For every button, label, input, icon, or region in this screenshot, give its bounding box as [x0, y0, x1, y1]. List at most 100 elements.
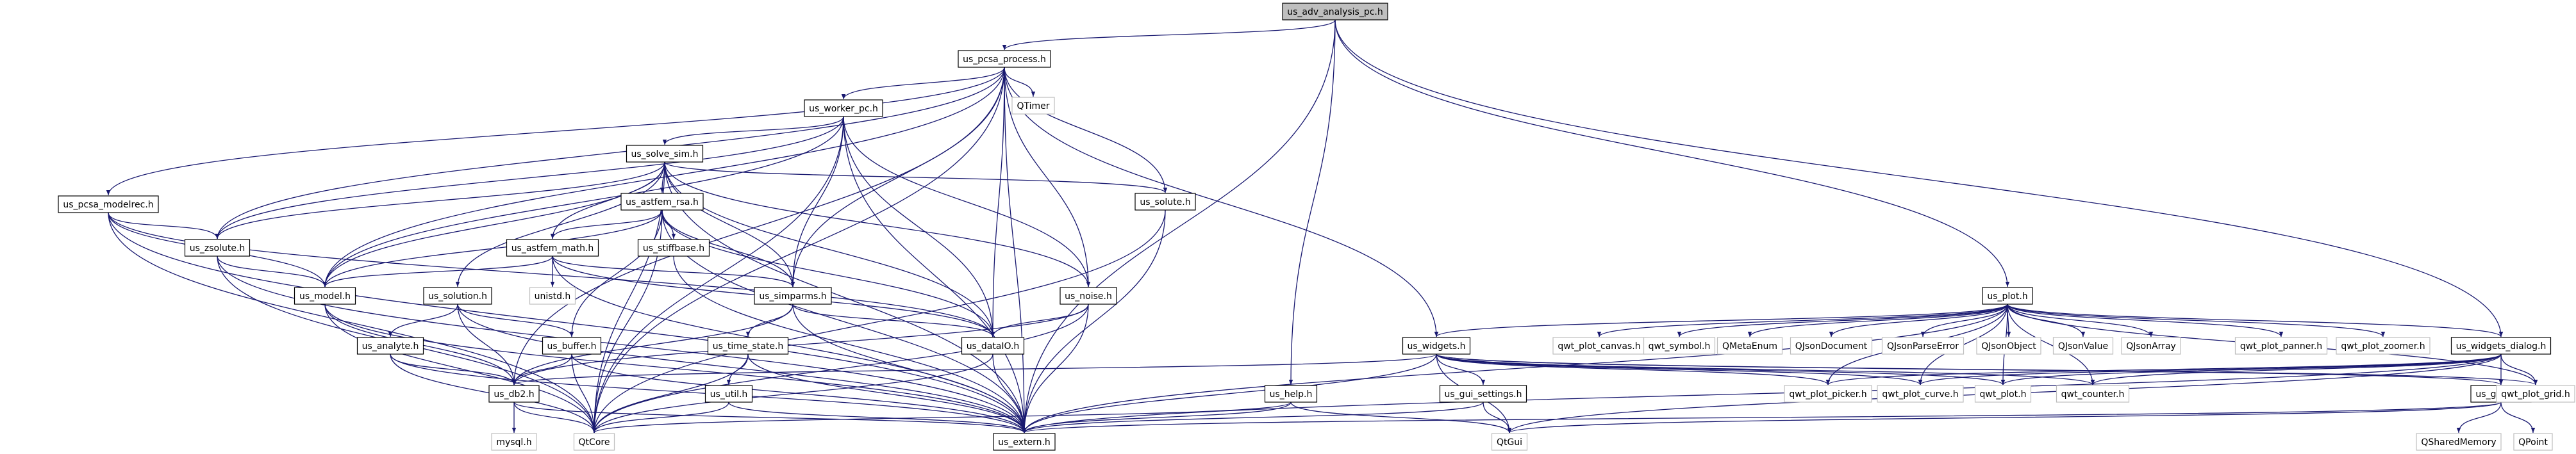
node-db2[interactable]: us_db2.h: [488, 385, 540, 403]
node-qjsonerr: QJsonParseError: [1881, 337, 1965, 355]
edge-zsolute-to-extern: [217, 255, 1027, 434]
node-qshm-box: [2416, 433, 2502, 451]
node-worker[interactable]: us_worker_pc.h: [804, 99, 883, 117]
node-plotcanvas-box: [1552, 337, 1646, 355]
edge-widgets-to-counter: [1436, 353, 2095, 385]
node-unistd-label: unistd.h: [535, 291, 571, 302]
node-qtgui-label: QtGui: [1497, 437, 1522, 448]
edge-pcsa-to-widgets: [1004, 67, 1439, 337]
node-model-label: us_model.h: [299, 291, 351, 302]
node-root[interactable]: us_adv_analysis_pc.h: [1282, 3, 1388, 20]
edge-wdialog-to-picker: [1826, 353, 2502, 385]
node-solute[interactable]: us_solute.h: [1134, 193, 1196, 211]
node-zsolute[interactable]: us_zsolute.h: [184, 239, 251, 257]
edge-worker-to-zsolute: [215, 116, 844, 239]
node-timestate-box: [707, 337, 789, 355]
node-extern[interactable]: us_extern.h: [993, 433, 1056, 451]
edge-widgets-to-grid: [1436, 353, 2538, 385]
edge-astfemrsa-to-simparms: [661, 209, 795, 288]
edge-wdialog-to-extern: [1022, 353, 2502, 434]
edge-plot-to-wdialog: [2007, 304, 2503, 337]
node-stiff[interactable]: us_stiffbase.h: [637, 239, 710, 257]
edge-dataio-to-extern: [992, 353, 1027, 434]
node-qtimer: QTimer: [1011, 97, 1055, 115]
node-modelrec-label: us_pcsa_modelrec.h: [63, 200, 153, 210]
node-guiset[interactable]: us_gui_settings.h: [1439, 385, 1527, 403]
edge-worker-to-qtcore: [592, 116, 844, 434]
node-modelrec[interactable]: us_pcsa_modelrec.h: [58, 195, 159, 213]
node-curve-label: qwt_plot_curve.h: [1882, 389, 1958, 400]
edge-wdialog-to-curve: [1918, 353, 2502, 385]
edge-util-to-qtcore: [592, 401, 729, 434]
node-solve[interactable]: us_solve_sim.h: [626, 145, 704, 163]
node-astfemmath[interactable]: us_astfem_math.h: [506, 239, 599, 257]
node-qpoint-label: QPoint: [2518, 437, 2548, 448]
edge-util-to-extern: [728, 401, 1027, 434]
node-qmetaenum-box: [1716, 337, 1783, 355]
edge-zsolute-to-model: [217, 255, 328, 288]
node-simparms-box: [754, 287, 832, 305]
node-analyte[interactable]: us_analyte.h: [356, 337, 424, 355]
edge-solution-to-db2: [457, 304, 517, 385]
node-timestate[interactable]: us_time_state.h: [707, 337, 789, 355]
edge-modelrec-to-qtcore: [108, 212, 597, 434]
edge-buffer-to-db2: [511, 353, 572, 385]
node-mysql-box: [491, 433, 537, 451]
node-solution-box: [423, 287, 492, 305]
node-root-box: [1282, 3, 1388, 20]
node-util[interactable]: us_util.h: [704, 385, 753, 403]
node-zoomer-box: [2336, 337, 2431, 355]
node-qjsonerr-box: [1881, 337, 1965, 355]
edge-widgets-to-qwtplot: [1436, 353, 2005, 385]
edge-astfemrsa-to-dataio: [661, 209, 995, 337]
edge-astfemrsa-to-model: [322, 209, 663, 288]
node-qjsonval-label: QJsonValue: [2058, 341, 2108, 352]
node-qjsonobj-label: QJsonObject: [1981, 341, 2036, 352]
node-counter-label: qwt_counter.h: [2061, 389, 2125, 400]
node-noise[interactable]: us_noise.h: [1059, 287, 1117, 305]
edge-plot-to-panner: [2007, 304, 2284, 337]
node-qtimer-label: QTimer: [1017, 101, 1049, 111]
node-widgets[interactable]: us_widgets.h: [1402, 337, 1471, 355]
node-model[interactable]: us_model.h: [294, 287, 356, 305]
node-dataio[interactable]: us_dataIO.h: [961, 337, 1025, 355]
node-qjsonobj: QJsonObject: [1976, 337, 2041, 355]
node-simparms-label: us_simparms.h: [759, 291, 826, 302]
edge-global-to-qtgui: [1508, 401, 2502, 434]
node-help-label: us_help.h: [1270, 389, 1313, 400]
node-astfemrsa[interactable]: us_astfem_rsa.h: [620, 193, 704, 211]
edge-solve-to-model: [322, 161, 665, 288]
node-qjsonval-box: [2052, 337, 2114, 355]
edge-simparms-to-dataio: [792, 304, 995, 337]
edge-solve-to-solute: [664, 161, 1167, 193]
edge-buffer-to-extern: [571, 353, 1027, 434]
edge-solve-to-zsolute: [215, 161, 665, 239]
edge-simparms-to-extern: [792, 304, 1027, 434]
node-help[interactable]: us_help.h: [1264, 385, 1318, 403]
node-stiff-label: us_stiffbase.h: [643, 243, 704, 254]
node-solution[interactable]: us_solution.h: [423, 287, 492, 305]
node-guiset-box: [1439, 385, 1527, 403]
node-simparms[interactable]: us_simparms.h: [754, 287, 832, 305]
node-plot[interactable]: us_plot.h: [1982, 287, 2033, 305]
edge-plot-to-plotcanvas: [1597, 304, 2008, 337]
node-db2-label: us_db2.h: [494, 389, 534, 400]
node-solute-label: us_solute.h: [1140, 197, 1190, 207]
edge-plot-to-extern: [1022, 304, 2008, 434]
node-qpoint-box: [2513, 433, 2553, 451]
node-qtgui: QtGui: [1491, 433, 1528, 451]
node-noise-box: [1059, 287, 1117, 305]
edge-help-to-qtgui: [1290, 401, 1512, 434]
node-qtcore-box: [573, 433, 615, 451]
node-solve-box: [626, 145, 704, 163]
node-curve-box: [1877, 385, 1964, 403]
node-symbol-box: [1643, 337, 1716, 355]
node-picker: qwt_plot_picker.h: [1784, 385, 1872, 403]
edge-worker-to-noise: [843, 116, 1091, 288]
edge-pcsa-to-noise: [1004, 67, 1091, 288]
node-solution-label: us_solution.h: [428, 291, 487, 302]
node-wdialog[interactable]: us_widgets_dialog.h: [2450, 337, 2552, 355]
node-buffer[interactable]: us_buffer.h: [542, 337, 602, 355]
edge-worker-to-model: [322, 116, 844, 288]
node-pcsa[interactable]: us_pcsa_process.h: [958, 50, 1051, 68]
